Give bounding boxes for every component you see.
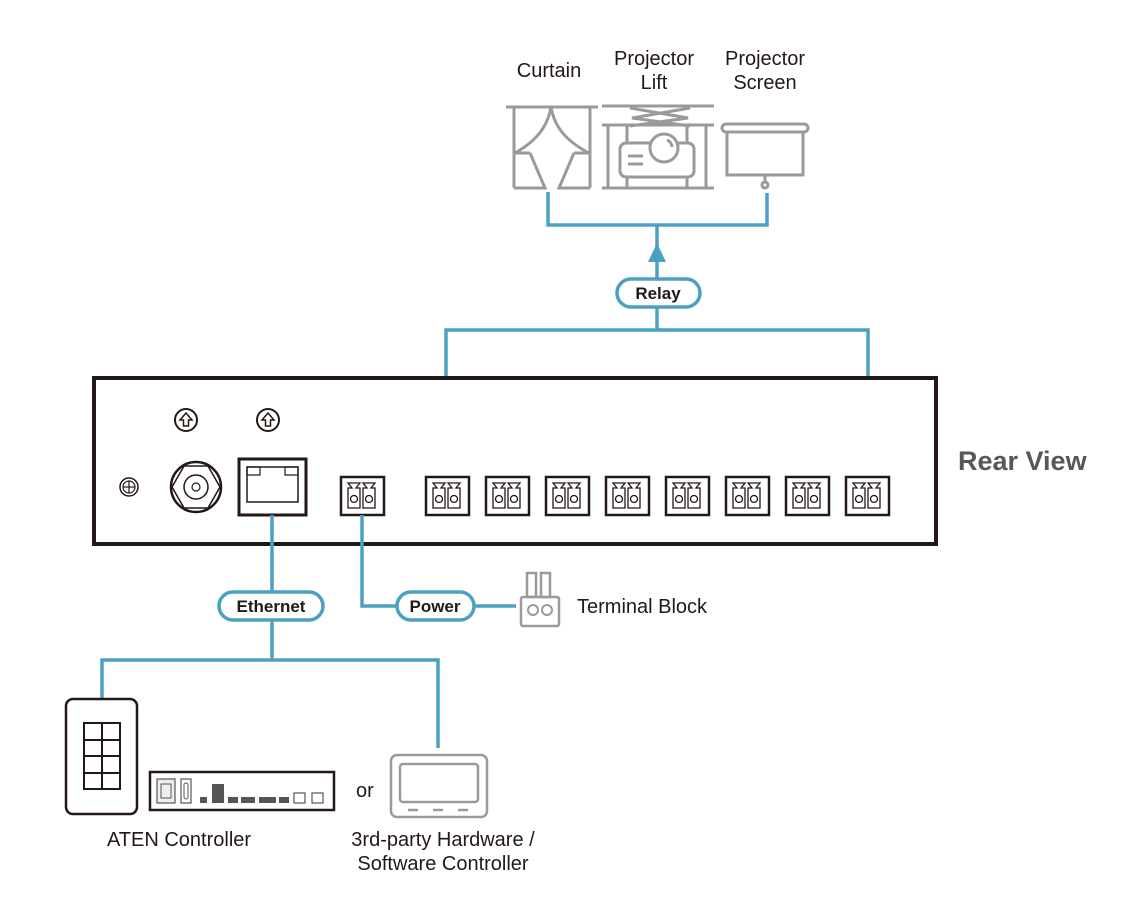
arrow-up-icon (648, 243, 666, 262)
power-pill (395, 590, 476, 622)
relay-terminal-port[interactable] (484, 475, 531, 517)
tablet-controller-icon (389, 753, 489, 819)
arrow-up-circle-icon (256, 408, 280, 432)
arrow-up-circle-icon (174, 408, 198, 432)
power-terminal-port[interactable] (339, 475, 386, 517)
relay-terminal-port[interactable] (664, 475, 711, 517)
power-label: Power (409, 597, 460, 616)
power-wiring: Power (360, 515, 516, 622)
ethernet-wiring: Ethernet (100, 515, 440, 748)
ethernet-pill (217, 590, 325, 622)
power-jack-icon (169, 460, 223, 514)
relay-terminal-port[interactable] (604, 475, 651, 517)
third-party-label-line1: 3rd-party Hardware / (351, 829, 535, 851)
projector-screen-label-line1: Projector (725, 48, 805, 70)
rear-panel (92, 376, 938, 546)
ethernet-port[interactable] (237, 457, 308, 517)
terminal-block-icon (519, 571, 561, 628)
relay-terminal-port[interactable] (544, 475, 591, 517)
relay-terminal-port[interactable] (724, 475, 771, 517)
relay-terminal-port[interactable] (784, 475, 831, 517)
relay-label: Relay (635, 284, 681, 303)
curtain-icon (506, 105, 598, 190)
terminal-ports (339, 475, 891, 517)
ethernet-label: Ethernet (237, 597, 306, 616)
projector-lift-label-line2: Lift (641, 72, 668, 94)
projector-lift-icon (602, 104, 714, 190)
third-party-label-line2: Software Controller (357, 853, 529, 875)
relay-pill (615, 277, 702, 309)
aten-controller-label: ATEN Controller (107, 829, 251, 851)
terminal-block-label: Terminal Block (577, 596, 708, 618)
aten-keypad-icon (64, 697, 139, 816)
projector-screen-label-line2: Screen (733, 72, 796, 94)
projector-screen-icon (720, 122, 810, 190)
relay-terminal-port[interactable] (424, 475, 471, 517)
or-label: or (356, 780, 374, 802)
curtain-label: Curtain (517, 60, 581, 82)
ground-screw-icon (119, 477, 139, 497)
rear-view-label: Rear View (958, 446, 1088, 476)
relay-terminal-port[interactable] (844, 475, 891, 517)
projector-lift-label-line1: Projector (614, 48, 694, 70)
aten-control-box-icon (148, 770, 336, 812)
